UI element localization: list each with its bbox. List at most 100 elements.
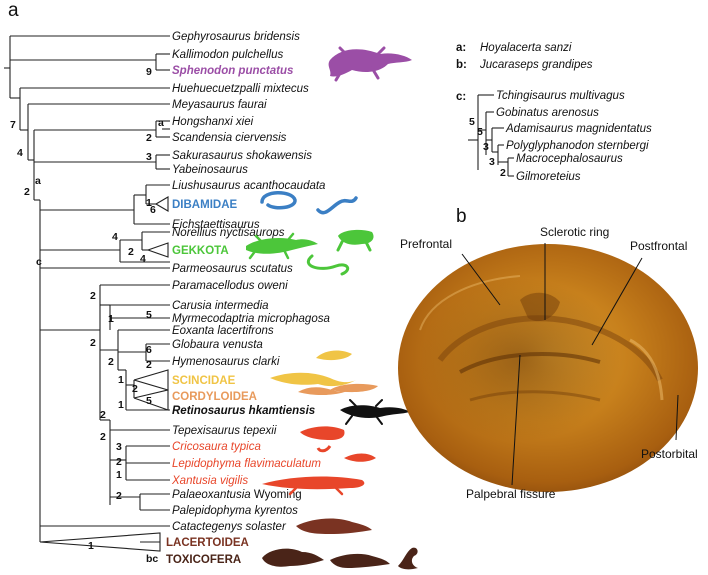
clade-label-scincidae: SCINCIDAE [172, 375, 236, 387]
taxa-labels: Gephyrosaurus bridensis Kallimodon pulch… [166, 31, 330, 566]
taxon-label: Parmeosaurus scutatus [172, 263, 293, 275]
lacertoid-toxicofera-silhouettes [262, 518, 418, 570]
phylogenetic-tree [4, 35, 170, 552]
key-c-taxon: Gobinatus arenosus [496, 107, 599, 119]
panel-a-label: a [8, 0, 19, 21]
support-value: 2 [24, 186, 30, 198]
sphenodon-silhouette [328, 46, 412, 82]
key-c-taxon: Macrocephalosaurus [516, 153, 623, 165]
support-value: 1 [118, 399, 124, 411]
key-letter-b: b: [456, 59, 467, 71]
clade-label-cordyloidea: CORDYLOIDEA [172, 391, 257, 403]
taxon-label: Huehuecuetzpalli mixtecus [172, 83, 309, 95]
callout-sclerotic-ring: Sclerotic ring [540, 225, 609, 239]
support-value: a [35, 175, 41, 187]
callout-lines [461, 243, 679, 486]
support-value: 1 [146, 197, 152, 209]
support-value: c [36, 256, 42, 268]
support-value: 2 [146, 359, 152, 371]
support-value: 3 [116, 441, 122, 453]
support-value: 2 [90, 290, 96, 302]
key-c-support: 2 [500, 167, 506, 179]
clade-label-dibamidae: DIBAMIDAE [172, 199, 237, 211]
support-value: 1 [118, 374, 124, 386]
support-value: 5 [146, 309, 152, 321]
support-value: 4 [17, 147, 23, 159]
taxon-label: Liushusaurus acanthocaudata [172, 180, 325, 192]
support-value: 2 [108, 356, 114, 368]
retinosaurus-silhouette [340, 399, 410, 425]
key-taxon-b: Jucaraseps grandipes [479, 59, 593, 71]
taxon-label: Gephyrosaurus bridensis [172, 31, 300, 43]
dibamid-silhouettes [260, 191, 358, 215]
support-value: bc [146, 553, 158, 565]
support-value: 2 [116, 456, 122, 468]
key-c-support: 3 [483, 141, 489, 153]
support-value: 1 [88, 540, 94, 552]
support-value: 5 [146, 395, 152, 407]
taxon-label: Eoxanta lacertifrons [172, 325, 274, 337]
support-value: 6 [150, 204, 156, 216]
taxon-label: Xantusia vigilis [171, 475, 248, 487]
taxon-label: Lepidophyma flavimaculatum [172, 458, 321, 470]
support-value: 2 [100, 409, 106, 421]
callout-palpebral-fissure: Palpebral fissure [466, 487, 556, 501]
taxon-label: Yabeinosaurus [172, 164, 248, 176]
support-value: 2 [132, 383, 138, 395]
xantusiid-silhouettes [262, 426, 376, 496]
taxon-label: Globaura venusta [172, 339, 263, 351]
key-c-support: 3 [489, 156, 495, 168]
silhouettes [246, 46, 418, 570]
taxon-label-retinosaurus: Retinosaurus hkamtiensis [172, 405, 315, 417]
key-c-support: 5 [477, 126, 483, 138]
taxon-label: Sakurasaurus shokawensis [172, 150, 312, 162]
key-c-taxon: Adamisaurus magnidentatus [505, 123, 652, 135]
clade-label-gekkota: GEKKOTA [172, 245, 229, 257]
taxon-label: Cricosaura typica [172, 441, 261, 453]
callout-postorbital: Postorbital [641, 447, 698, 461]
taxon-label: Paramacellodus oweni [172, 280, 288, 292]
key-c-taxon: Polyglyphanodon sternbergi [506, 140, 649, 152]
callout-postfrontal: Postfrontal [630, 239, 687, 253]
support-value: 2 [90, 337, 96, 349]
support-value: 7 [10, 119, 16, 131]
taxon-label: Catactegenys solaster [172, 521, 287, 533]
taxon-label: Eichstaettisaurus [172, 219, 260, 231]
taxon-label: Carusia intermedia [172, 300, 269, 312]
support-value: 9 [146, 66, 152, 78]
support-value: 2 [116, 490, 122, 502]
scincid-cordyloid-silhouettes [270, 350, 378, 396]
key-letter-c: c: [456, 91, 466, 103]
taxon-label: Palaeoxantusia Wyoming [172, 489, 302, 501]
key-letter-a: a: [456, 42, 466, 54]
support-values: 9 7 4 a 2 3 2 a 1 6 4 2 4 c 2 1 5 2 6 2 … [10, 66, 164, 565]
support-value: 2 [146, 132, 152, 144]
support-value: 2 [128, 246, 134, 258]
support-value: 4 [112, 231, 118, 243]
panel-b-label: b [456, 206, 467, 227]
taxon-label: Scandensia ciervensis [172, 132, 287, 144]
taxon-label: Hymenosaurus clarki [172, 356, 280, 368]
support-value: a [158, 117, 164, 129]
key-c-taxon: Gilmoreteius [516, 171, 581, 183]
clade-key: a: Hoyalacerta sanzi b: Jucaraseps grand… [456, 42, 652, 183]
taxon-label: Sphenodon punctatus [172, 65, 293, 77]
support-value: 4 [140, 253, 146, 265]
taxon-label: Hongshanxi xiei [172, 116, 254, 128]
key-c-taxon: Tchingisaurus multivagus [496, 90, 625, 102]
clade-label-toxicofera: TOXICOFERA [166, 554, 241, 566]
taxon-label: Meyasaurus faurai [172, 99, 267, 111]
taxon-label: Tepexisaurus tepexii [172, 425, 277, 437]
key-c-support: 5 [469, 116, 475, 128]
support-value: 3 [146, 151, 152, 163]
support-value: 2 [100, 431, 106, 443]
gekkota-silhouettes [246, 229, 374, 276]
taxon-label: Myrmecodaptria microphagosa [172, 313, 330, 325]
taxon-label: Kallimodon pulchellus [172, 49, 283, 61]
taxon-label: Norellius nyctisaurops [172, 227, 285, 239]
support-value: 1 [108, 313, 114, 325]
support-value: 1 [116, 469, 122, 481]
callout-prefrontal: Prefrontal [400, 237, 452, 251]
clade-label-lacertoidea: LACERTOIDEA [166, 537, 249, 549]
